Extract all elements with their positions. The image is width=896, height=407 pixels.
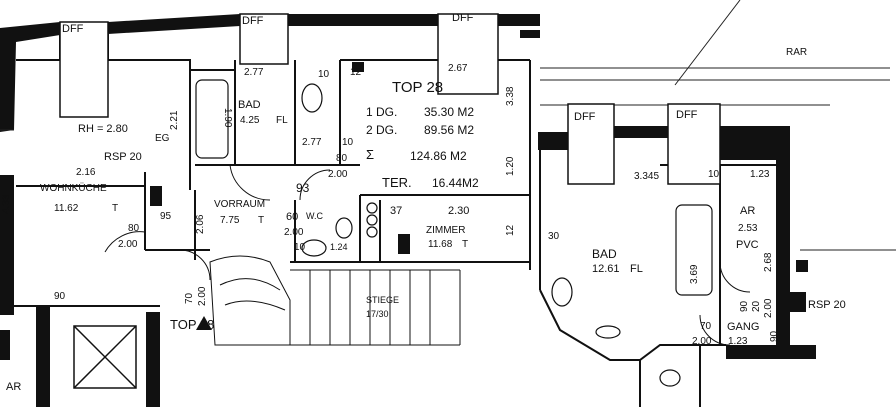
- dimension-label: 1.20: [505, 156, 516, 176]
- unit-title: TOP 28: [392, 79, 444, 96]
- dimension-label: 70: [700, 321, 712, 332]
- fixtures: [195, 79, 713, 387]
- skylight-boxes: [59, 13, 721, 185]
- room-vorraum-name: VORRAUM: [214, 199, 266, 210]
- skylight-label: DFF: [452, 12, 474, 24]
- room-zimmer-floor: T: [462, 239, 469, 250]
- room-zimmer-area: 11.68: [428, 239, 453, 250]
- terrace-area: 16.44M2: [432, 176, 479, 190]
- terrace-label: TER.: [382, 175, 412, 190]
- room-gang-name: GANG: [727, 321, 760, 333]
- room-zimmer-name: ZIMMER: [426, 225, 466, 236]
- skylight-label: DFF: [574, 111, 596, 123]
- dimension-label: 2.00: [692, 336, 712, 347]
- room-ar-right-area: 2.53: [738, 223, 758, 234]
- dimension-label: 12: [350, 67, 362, 78]
- eg-label: EG: [155, 133, 170, 144]
- stair-ratio: 17/30: [366, 309, 389, 319]
- dimension-label: 90: [769, 330, 780, 342]
- room-bad-small-name: BAD: [238, 99, 261, 111]
- room-wohnkueche-floor: T: [112, 203, 119, 214]
- floor-1-label: 1 DG.: [366, 105, 398, 119]
- dimension-label: 10: [342, 137, 354, 148]
- dimension-label: 2.30: [448, 205, 470, 217]
- room-ar-corner-name: AR: [6, 381, 22, 393]
- room-bad-large-area: 12.61: [592, 263, 620, 275]
- rar-label: RAR: [786, 47, 808, 58]
- wall-blocks: [0, 62, 808, 360]
- room-ar-right-name: AR: [740, 205, 756, 217]
- dimension-label: 90: [54, 291, 66, 302]
- dimension-label: 12: [505, 224, 516, 236]
- skylight-label: DFF: [676, 109, 698, 121]
- dimension-label: 2.16: [76, 167, 96, 178]
- room-wohnkueche-name: WOHNKÜCHE: [40, 183, 107, 194]
- dimension-label: 2.21: [169, 110, 180, 130]
- dimension-label: 2.67: [448, 63, 468, 74]
- dimension-label: 3.38: [505, 86, 516, 106]
- dimension-label: 2.00: [284, 227, 304, 238]
- dimension-label: 80: [128, 223, 140, 234]
- dimension-label: 3.69: [689, 264, 700, 284]
- skylight-label: DFF: [62, 23, 84, 35]
- room-gang-area: 1.23: [728, 336, 748, 347]
- room-ar-right-floor: PVC: [736, 239, 759, 251]
- room-wc-name: W.C: [306, 211, 323, 221]
- room-vorraum-floor: T: [258, 215, 265, 226]
- room-bad-small-area: 4.25: [240, 115, 260, 126]
- dimension-label: 37: [390, 205, 403, 217]
- dimension-label: 1.23: [750, 169, 770, 180]
- dimension-label: 30: [548, 231, 560, 242]
- top-marker-label: TOP 28: [170, 317, 215, 332]
- floor-2-label: 2 DG.: [366, 123, 398, 137]
- exterior-walls: [0, 14, 816, 407]
- dimension-label: 80: [336, 153, 348, 164]
- room-vorraum-area: 7.75: [220, 215, 240, 226]
- dimension-label: 2.68: [763, 252, 774, 272]
- room-wc-area: 1.24: [330, 242, 348, 252]
- room-bad-large-name: BAD: [592, 247, 617, 261]
- dimension-label: 1.90: [222, 108, 233, 128]
- dimension-label: 3.345: [634, 171, 660, 182]
- dimension-label: 95: [160, 211, 172, 222]
- room-bad-small-floor: FL: [276, 115, 288, 126]
- shaft: [73, 325, 137, 389]
- room-wohnkueche-area: 11.62: [54, 203, 79, 214]
- total-area: 124.86 M2: [410, 149, 467, 163]
- dimension-label: 70: [184, 292, 195, 304]
- door-swings: [104, 164, 751, 346]
- dimension-label: 2.06: [195, 214, 206, 234]
- room-height-label: RH = 2.80: [78, 123, 128, 135]
- dimension-label: 60: [286, 211, 299, 223]
- dimension-label: 10: [318, 69, 330, 80]
- dimension-label: 2.00: [763, 298, 774, 318]
- room-bad-large-floor: FL: [630, 263, 643, 275]
- total-symbol: Σ: [366, 147, 375, 162]
- dimension-label: 2.77: [244, 67, 264, 78]
- skylight-label: DFF: [242, 15, 264, 27]
- dimension-label: 10: [708, 169, 720, 180]
- dimension-label: 2.00: [118, 239, 138, 250]
- dimension-label: 2.77: [302, 137, 322, 148]
- dimension-label: 93: [296, 181, 310, 195]
- dimension-label: 20: [751, 300, 762, 312]
- stair-name: STIEGE: [366, 295, 400, 305]
- top-marker-arrow: [196, 316, 212, 330]
- dimension-label: 4.33: [1, 194, 12, 214]
- dimension-label: 2.00: [197, 286, 208, 306]
- floor-2-area: 89.56 M2: [424, 123, 475, 137]
- dimension-label: 90: [739, 300, 750, 312]
- floor-1-area: 35.30 M2: [424, 105, 475, 119]
- dimension-label: 2.00: [328, 169, 348, 180]
- dimension-label: 10: [294, 242, 306, 253]
- rsp-right-label: RSP 20: [808, 299, 846, 311]
- rsp-left-label: RSP 20: [104, 151, 142, 163]
- staircase: [209, 255, 461, 346]
